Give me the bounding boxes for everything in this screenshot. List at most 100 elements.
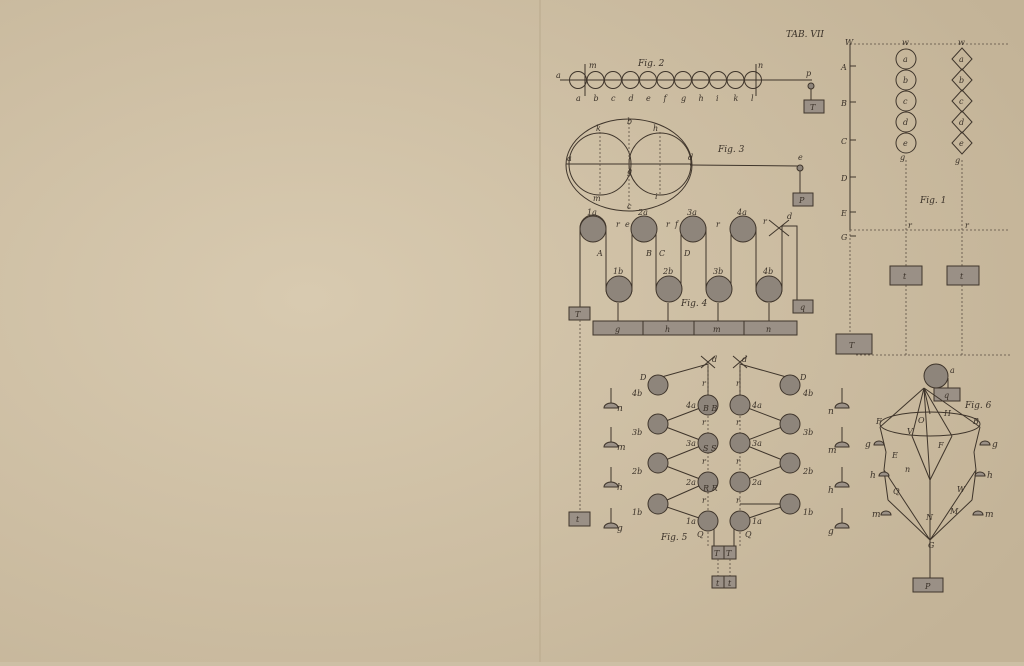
- fig1-scale-label: G: [841, 233, 848, 242]
- fig4-bottom-pulley-label: 3b: [713, 267, 723, 276]
- fig2-letter: a: [576, 94, 581, 103]
- fig4-bar-n: n: [766, 325, 771, 334]
- fig5-small-weight-right: [834, 481, 850, 488]
- fig2-letter: e: [646, 94, 651, 103]
- fig5-inner-pulley-right: [729, 394, 751, 416]
- fig4-bar-h: h: [665, 325, 670, 334]
- fig5-cut-knots: [700, 355, 748, 369]
- fig1-diamond-label: c: [959, 97, 964, 106]
- fig1-diamond-label: e: [959, 139, 964, 148]
- fig4-letter-r3: r: [716, 220, 721, 229]
- fig6-side-label: h: [870, 471, 876, 481]
- fig4-label: Fig. 4: [680, 299, 708, 309]
- fig6-inner-G: G: [928, 541, 935, 550]
- fig6-side-label: m: [872, 510, 881, 520]
- fig5-outer-pulley-right: [779, 493, 801, 515]
- fig5-lowest-weight-2-label: t: [728, 579, 732, 588]
- fig6-small-weight: [880, 510, 892, 516]
- fig6-inner-F: F: [937, 441, 944, 450]
- fig3-letter-b: b: [627, 117, 632, 126]
- fig4-letter-r2: r: [666, 220, 671, 229]
- fig3-pulley: [796, 164, 804, 172]
- fig5-r-left: r: [702, 379, 707, 388]
- fig4-bar-g: g: [615, 325, 620, 334]
- fig5-small-weight-left: [603, 481, 619, 488]
- fig6-inner-N: N: [925, 513, 934, 522]
- fig5-r-right: r: [736, 457, 741, 466]
- fig6-small-weight: [972, 510, 984, 516]
- fig5-small-label-right: h: [828, 486, 834, 496]
- fig5-inner-pulley-right: [729, 510, 751, 532]
- fig4-top-pulley-label: 4a: [736, 208, 747, 217]
- fig1-circle-label: d: [903, 118, 908, 127]
- fig5-label: Fig. 5: [660, 533, 688, 543]
- fig5-inner-label-left: 3a: [686, 439, 696, 448]
- fig4-letter-r4: r: [763, 217, 768, 226]
- fig5-outer-label-left: 1b: [632, 508, 642, 517]
- fig6-top-pulley: [923, 363, 949, 389]
- fig5-inner-label-right: 4a: [751, 401, 762, 410]
- fig1-circle: [895, 111, 917, 133]
- fig6-ring-F: F: [875, 417, 882, 426]
- fig2-label: Fig. 2: [637, 59, 665, 69]
- fig5-small-label-left: n: [617, 404, 623, 414]
- fig1-diamond: [951, 131, 973, 155]
- fig3-label: Fig. 3: [717, 145, 745, 155]
- fig5-r-left: r: [702, 418, 707, 427]
- fig6-small-weight: [979, 440, 991, 446]
- fig1-r1: r: [908, 221, 913, 230]
- fig1-circle-label: e: [903, 139, 908, 148]
- fig5-inner-label-left: 1a: [686, 517, 696, 526]
- fig5-small-label-right: m: [828, 446, 837, 456]
- fig5-outer-label-right: 3b: [803, 428, 813, 437]
- fig5-inner-pulley-left: [697, 394, 719, 416]
- fig4-left-weight-label: T: [575, 310, 581, 319]
- fig6-label: Fig. 6: [964, 401, 992, 411]
- fig5-outer-label-right: 4b: [802, 389, 813, 398]
- fig5-small-weight-right: [834, 522, 850, 529]
- fig5-r-left: r: [702, 457, 707, 466]
- fig5-inner-pulley-right: [729, 432, 751, 454]
- fig5-inner-pulley-left: [697, 510, 719, 532]
- fig5-r-right: r: [736, 418, 741, 427]
- fig1-main-weight: [835, 333, 873, 355]
- fig1-diamond-label: a: [959, 55, 964, 64]
- fig5-small-weight-left: [603, 441, 619, 448]
- fig5-small-label-left: g: [617, 524, 623, 534]
- fig5-centre-Q2: Q: [745, 530, 752, 539]
- fig4-bottom-pulley: [605, 275, 633, 303]
- fig4-top-pulley-label: 2a: [637, 208, 648, 217]
- fig5-small-label-right: g: [828, 527, 834, 537]
- fig1-diamond: [951, 47, 973, 71]
- fig1-scale-label: D: [840, 174, 848, 183]
- fig6-side-label: h: [987, 471, 993, 481]
- fig4-right-weight-label: q: [800, 303, 805, 312]
- fig2-letter: i: [716, 94, 719, 103]
- fig6-inner-Q: Q: [893, 487, 900, 496]
- fig5-centre-SS: S S: [703, 444, 717, 453]
- fig1-top-W: W: [845, 38, 854, 47]
- fig5-outer-label-left: 3b: [632, 428, 642, 437]
- fig1-label: Fig. 1: [919, 196, 946, 206]
- fig1-circle-label: c: [903, 97, 908, 106]
- fig1-diamond: [951, 89, 973, 113]
- fig6-top-weight-label: q: [944, 391, 949, 400]
- fig5-outer-pulley-right: [779, 452, 801, 474]
- fig5-centre-RR: R R: [702, 484, 718, 493]
- fig2-ring: [744, 71, 762, 89]
- fig6-bottom-weight-label: P: [924, 582, 931, 591]
- fig3-weight-label: P: [798, 196, 805, 205]
- fig3-letter-h: h: [653, 124, 658, 133]
- fig1-main-weight-label: T: [849, 341, 855, 350]
- fig4-cut-knot: [768, 219, 790, 237]
- fig5-inner-pulley-left: [697, 471, 719, 493]
- fig6-ring-V: V: [907, 427, 914, 436]
- fig1-circle: [895, 69, 917, 91]
- fig4-letter-C: C: [659, 249, 665, 258]
- fig4-right-weight: [792, 299, 814, 314]
- fig3-letter-e: e: [798, 153, 803, 162]
- fig6-side-label: g: [865, 440, 871, 450]
